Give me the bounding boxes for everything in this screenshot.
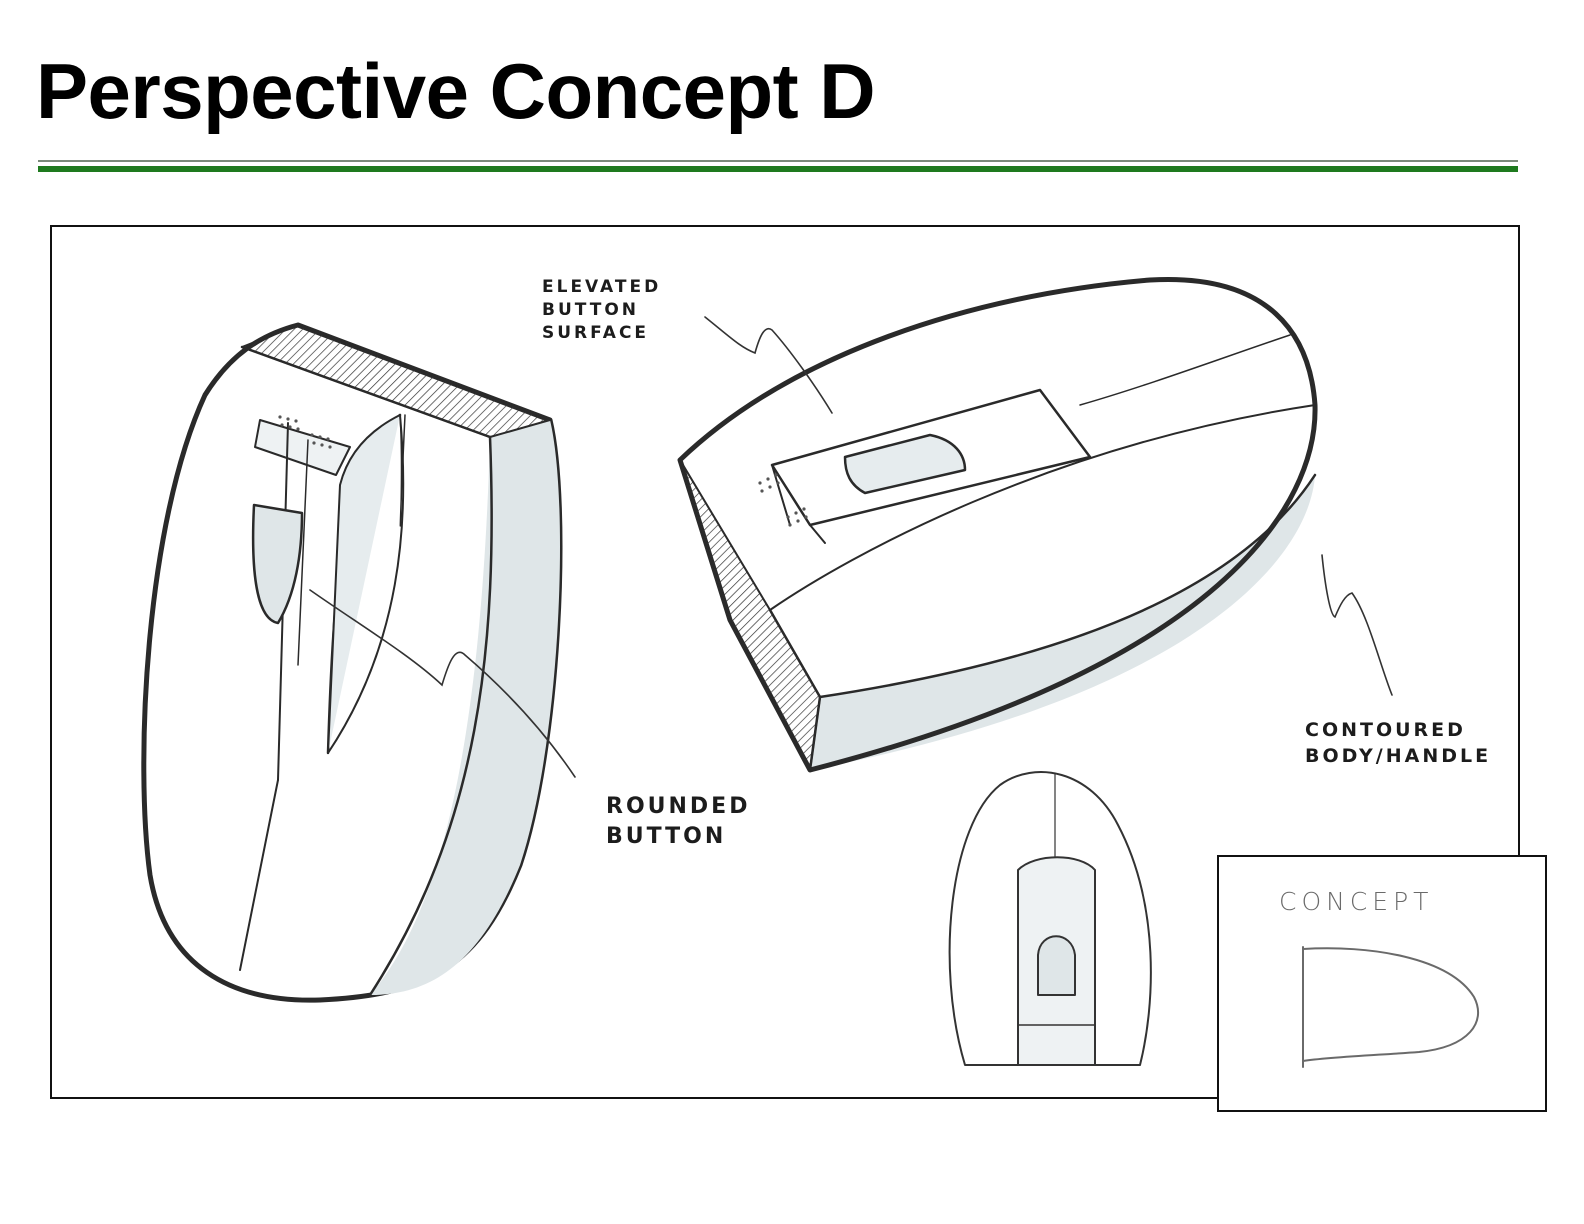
leader-lines bbox=[309, 316, 1393, 778]
page-title: Perspective Concept D bbox=[36, 47, 876, 135]
label-contoured-body-handle: Contoured Body/Handle bbox=[1305, 719, 1492, 767]
label-elevated-button-surface: Elevated Button Surface bbox=[542, 277, 662, 343]
concept-letter-d bbox=[1302, 946, 1480, 1068]
mouse-sketch-drawing bbox=[141, 276, 1393, 1066]
label-rounded-button: Rounded Button bbox=[606, 794, 751, 849]
concept-word: CONCEPT bbox=[1279, 887, 1434, 916]
left-mouse-sketch bbox=[141, 322, 563, 1003]
title-divider-thin bbox=[38, 160, 1518, 162]
concept-badge: CONCEPT bbox=[1217, 855, 1547, 1112]
right-mouse-sketch bbox=[677, 276, 1318, 773]
front-view-sketch bbox=[948, 771, 1152, 1066]
title-divider-accent bbox=[38, 166, 1518, 172]
